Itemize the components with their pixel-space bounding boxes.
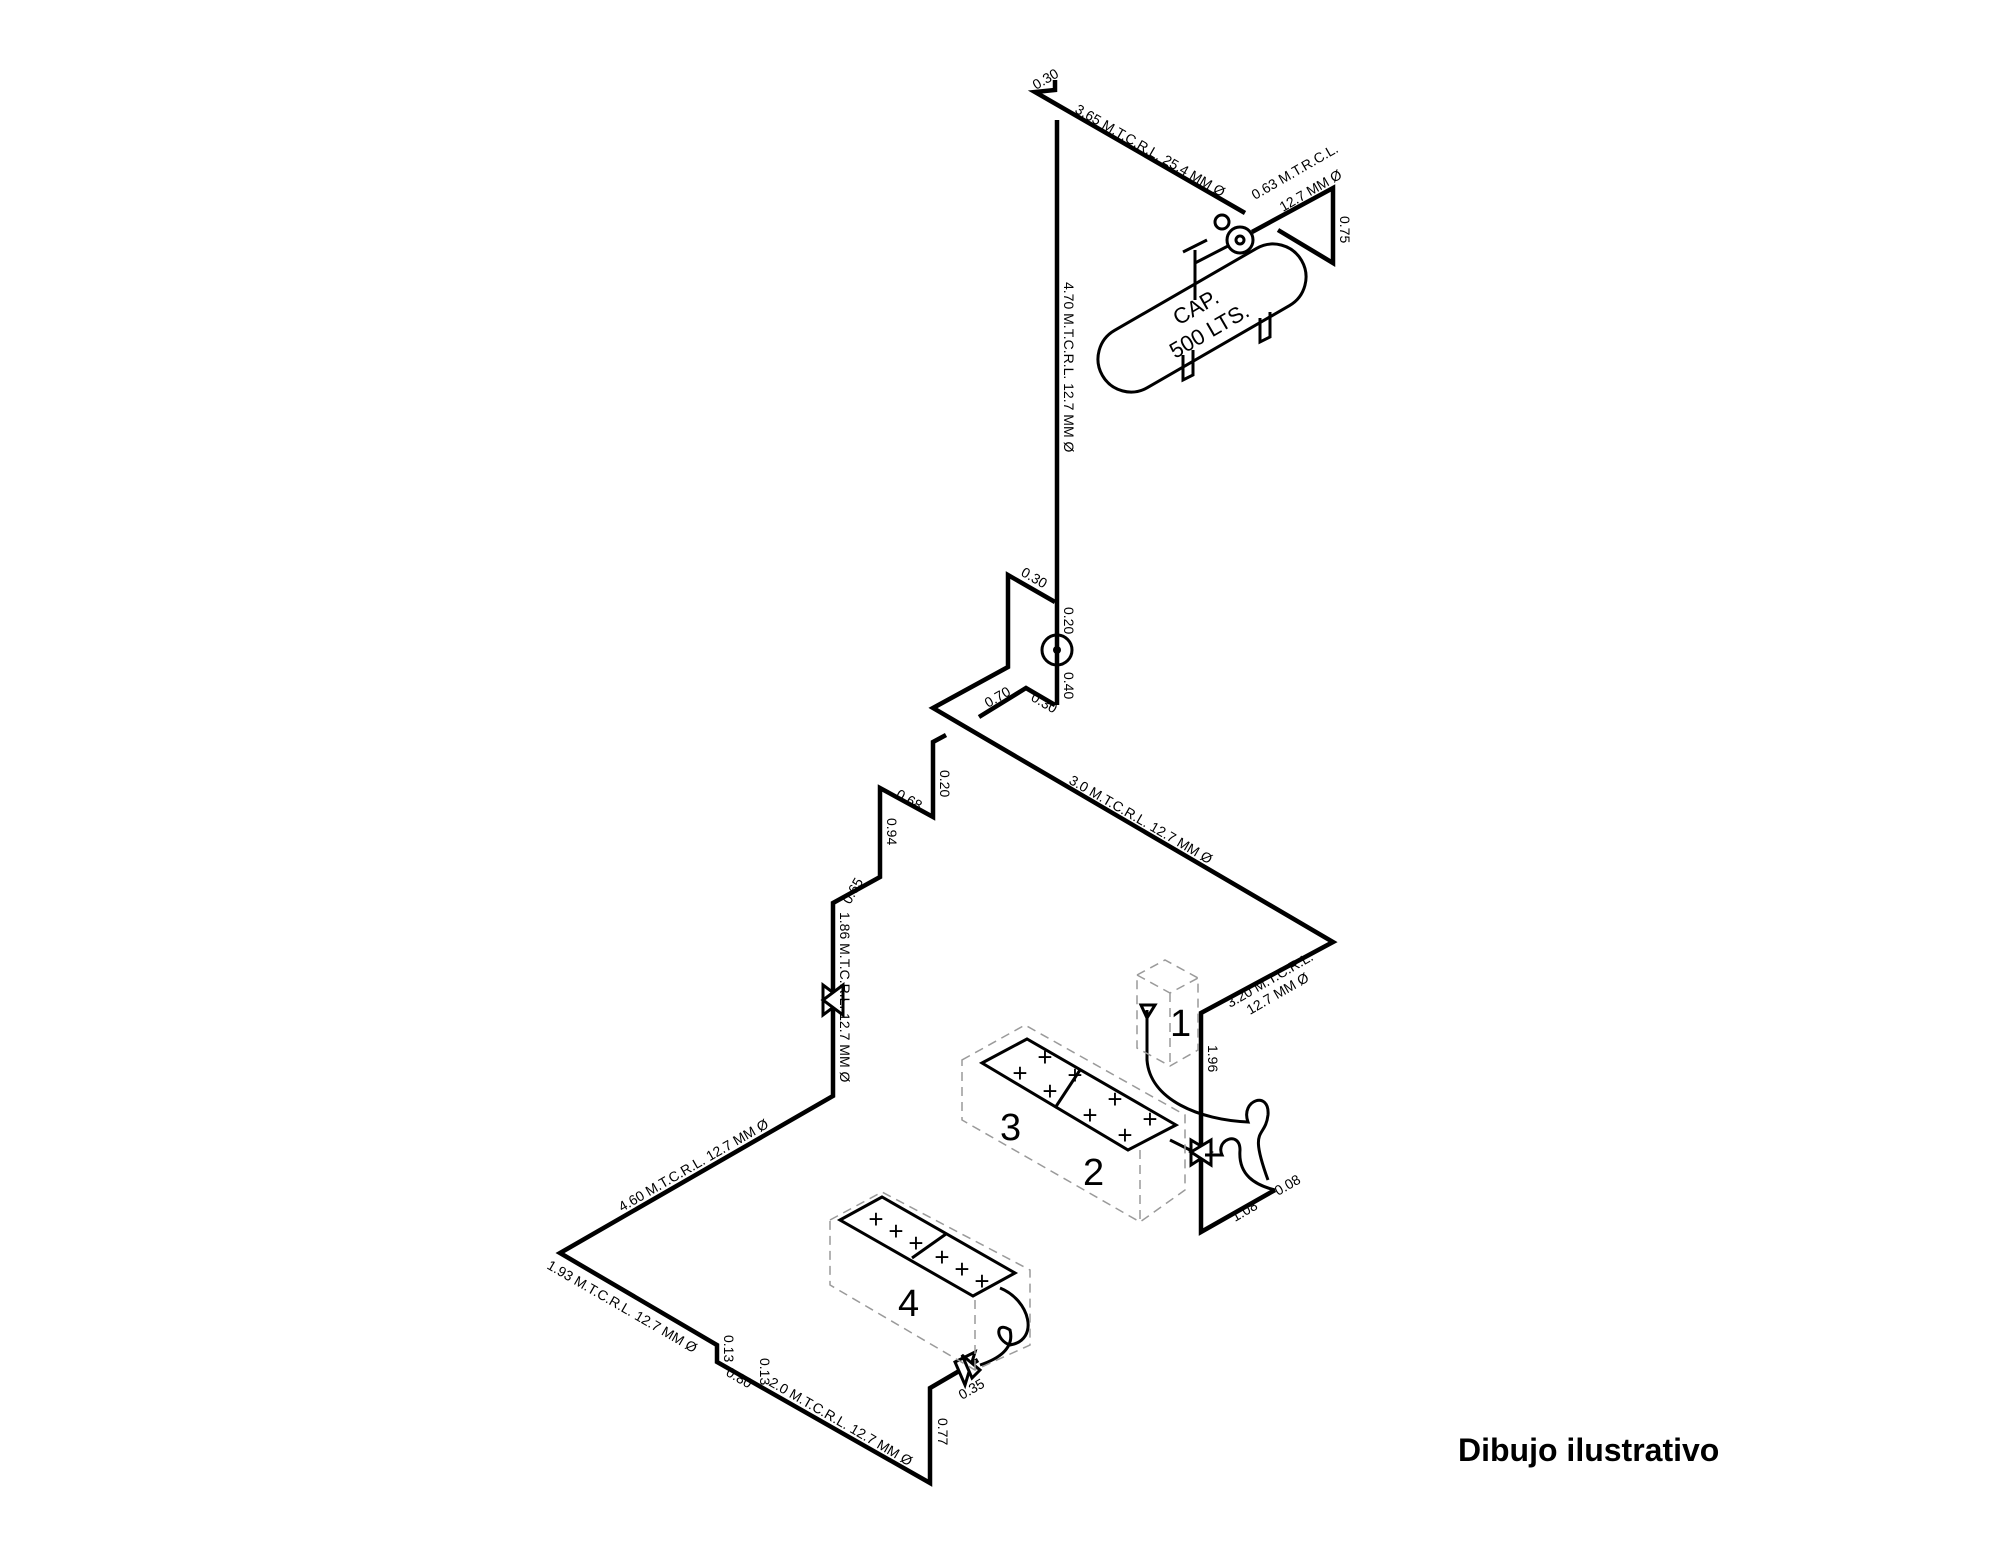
cooktop-top [978,1037,1180,1152]
label-rise-077: 0.77 [935,1418,951,1445]
label-down-riser: 4.70 M.T.C.R.L. 12.7 MM Ø [1061,282,1077,452]
svg-text:+: + [934,1242,949,1272]
tank-support-left [1181,350,1195,383]
label-drop-013: 0.13 [721,1335,737,1362]
regulator-center-icon [1234,234,1246,246]
gas-meter-center-icon [1053,646,1061,654]
label-drop-020: 0.20 [937,770,953,797]
svg-text:+: + [954,1254,969,1284]
label-drop-094: 0.94 [884,818,900,845]
tank-valve-stem [1193,244,1229,300]
hose-appliance-1 [1145,1010,1270,1181]
burner-marks: ++ ++ ++ ++ [1012,1042,1157,1150]
label-meter-below: 0.40 [1061,672,1077,699]
svg-text:+: + [908,1228,923,1258]
tank-valve-handle [1182,238,1208,254]
svg-text:+: + [974,1266,989,1296]
label-run-460: 4.60 M.T.C.R.L. 12.7 MM Ø [616,1115,772,1214]
label-run-20: 2.0 M.T.C.R.L. 12.7 MM Ø [767,1374,916,1469]
cooktop-4-divider [911,1232,947,1260]
valve-icon-riser [820,982,846,1018]
svg-text:+: + [868,1204,883,1234]
appliance-1-outline [1136,959,1199,1067]
meter-pipes [928,571,1338,1236]
svg-text:+: + [1037,1042,1052,1072]
hose-appliance-4 [979,1286,1030,1367]
label-drop-196: 1.96 [1205,1045,1221,1072]
label-main-supply: 3.65 M.T.C.R.L. 25.4 MM Ø [1073,101,1229,200]
burner-marks-4: +++ +++ [868,1204,989,1296]
label-meter-above: 0.20 [1061,607,1077,634]
svg-text:+: + [1012,1058,1027,1088]
svg-text:+: + [1082,1100,1097,1130]
cooktop-4-top [836,1195,1019,1298]
svg-text:+: + [1042,1076,1057,1106]
svg-text:+: + [888,1216,903,1246]
svg-text:+: + [1142,1104,1157,1134]
appliance-1-number: 1 [1170,1003,1191,1045]
label-step-080: 0.80 [724,1364,756,1392]
label-rise-013: 0.13 [757,1358,773,1385]
gauge-icon [1213,213,1231,231]
tank-branch-pipe [1250,184,1336,267]
svg-text:+: + [1067,1060,1082,1090]
label-branch-right: 3.0 M.T.C.R.L. 12.7 MM Ø [1067,772,1216,867]
label-valve-035: 0.35 [956,1375,988,1403]
tank-support-right [1258,312,1272,345]
burner-tip-icon [1138,1003,1158,1022]
hose-appliance-2 [1205,1137,1276,1192]
appliance-2-number: 2 [1083,1152,1104,1194]
label-step-065: 0.65 [839,875,867,907]
svg-text:+: + [1107,1084,1122,1114]
left-branch-pipe [555,733,980,1487]
appliance-4-number: 4 [898,1283,919,1325]
valve-icon-appliance-4 [953,1349,983,1390]
label-run-008: 0.08 [1272,1171,1304,1199]
cooktop-divider [1053,1069,1082,1109]
regulator-icon [1225,225,1255,255]
appliance-3-number: 3 [1000,1107,1021,1149]
caption: Dibujo ilustrativo [1458,1432,1720,1468]
hose-stub-appliance-2 [1169,1138,1191,1152]
appliance-2-3-outline [961,1024,1186,1223]
label-riser-left: 1.86 M.T.C.R.L. 12.7 MM Ø [837,912,853,1082]
supply-pipes [1027,80,1336,705]
label-tank-drop: 0.75 [1337,216,1353,243]
gas-meter-icon [1040,633,1074,667]
svg-text:+: + [1117,1120,1132,1150]
top-rise-pipe [1027,80,1247,215]
label-offset-030-a: 0.30 [1019,564,1051,592]
appliance-4-outline [829,1191,1031,1371]
valve-icon-appliance-2 [1188,1137,1214,1168]
label-run-193: 1.93 M.T.C.R.L. 12.7 MM Ø [545,1257,701,1356]
